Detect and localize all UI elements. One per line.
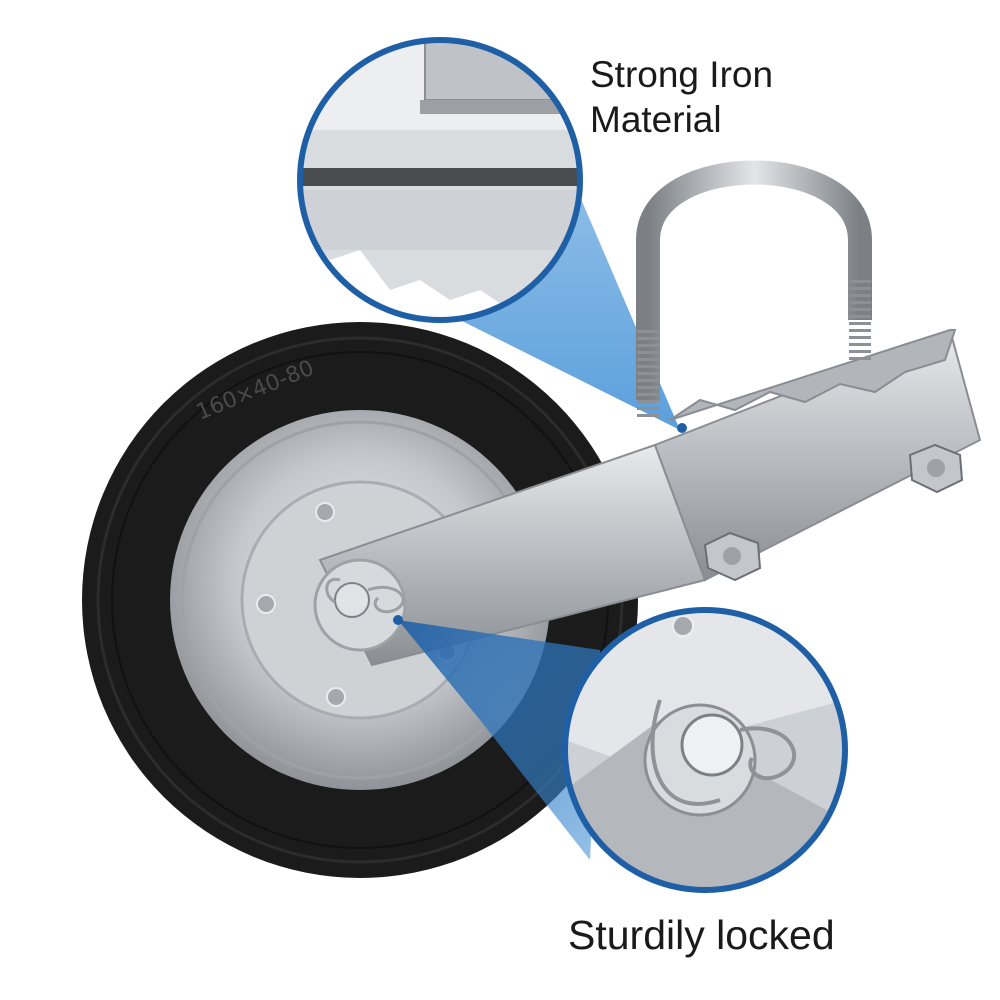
callout-beam-top	[400, 150, 680, 430]
callout-label-sturdily-locked: Sturdily locked	[568, 912, 835, 958]
u-bolt	[636, 160, 872, 420]
callout-label-line1: Strong Iron	[590, 54, 774, 95]
lock-pin	[325, 577, 405, 618]
magnifier-bottom	[562, 607, 848, 893]
callout-label-line2: Material	[590, 99, 722, 140]
callout-beam-bottom	[398, 620, 600, 860]
nut-right	[908, 443, 964, 494]
callout-label-strong-iron: Strong Iron Material	[590, 52, 850, 142]
magnifier-top	[297, 37, 583, 323]
nut-left	[703, 531, 762, 582]
arm-bracket	[313, 328, 982, 667]
